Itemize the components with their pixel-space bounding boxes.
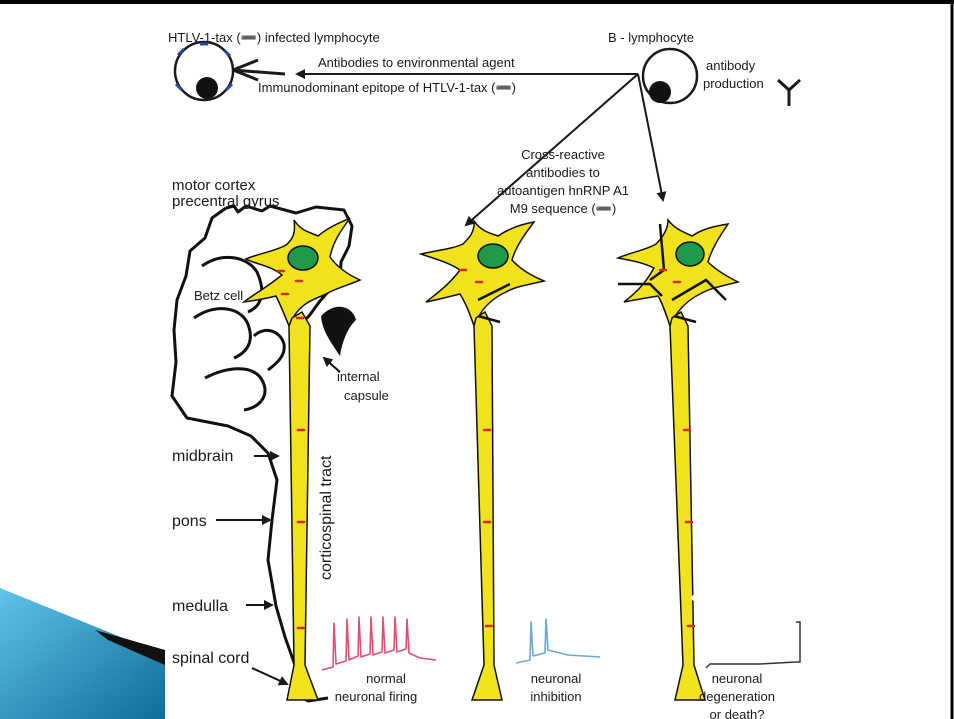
antibody-label-1: antibody xyxy=(706,58,756,73)
svg-text:autoantigen hnRNP A1: autoantigen hnRNP A1 xyxy=(497,183,629,198)
midbrain-label: midbrain xyxy=(172,448,233,465)
arrow-label-1: Antibodies to environmental agent xyxy=(318,55,515,70)
degeneration-label-2: degeneration xyxy=(699,689,775,704)
normal-label-1: normal xyxy=(366,671,406,686)
degeneration-label-1: neuronal xyxy=(712,671,763,686)
inhibition-label-1: neuronal xyxy=(531,671,582,686)
inhibition-trace xyxy=(516,619,600,663)
corner-decoration xyxy=(0,588,165,719)
inhibited-neuron xyxy=(421,221,544,700)
internal-capsule-label-2: capsule xyxy=(344,388,389,403)
normal-firing-trace xyxy=(322,617,436,670)
betz-cell-neuron xyxy=(244,218,360,700)
precentral-gyrus-label: precentral gyrus xyxy=(172,193,280,210)
b-cell-label: B - lymphocyte xyxy=(608,30,694,45)
internal-capsule-shape xyxy=(321,307,356,356)
motor-cortex-label: motor cortex xyxy=(172,177,256,194)
inhibition-label-2: inhibition xyxy=(530,689,581,704)
spinal-cord-label: spinal cord xyxy=(172,650,249,667)
svg-text:antibodies to: antibodies to xyxy=(526,165,600,180)
normal-label-2: neuronal firing xyxy=(335,689,417,704)
corticospinal-tract-label: corticospinal tract xyxy=(318,455,335,580)
betz-cell-label: Betz cell xyxy=(194,288,243,303)
svg-text:M9 sequence (➖): M9 sequence (➖) xyxy=(510,201,617,216)
infected-label: HTLV-1-tax (➖) infected lymphocyte xyxy=(168,30,380,45)
internal-capsule-label-1: internal xyxy=(337,369,380,384)
degeneration-label-3: or death? xyxy=(710,707,765,719)
degeneration-trace xyxy=(706,622,800,668)
pons-label: pons xyxy=(172,513,207,530)
spinal-cord-arrow xyxy=(252,668,287,684)
medulla-label: medulla xyxy=(172,598,228,615)
arrow-label-2: Immunodominant epitope of HTLV-1-tax (➖) xyxy=(258,80,516,95)
svg-text:Cross-reactive: Cross-reactive xyxy=(521,147,605,162)
degenerating-neuron xyxy=(618,220,738,700)
antibody-label-2: production xyxy=(703,76,764,91)
